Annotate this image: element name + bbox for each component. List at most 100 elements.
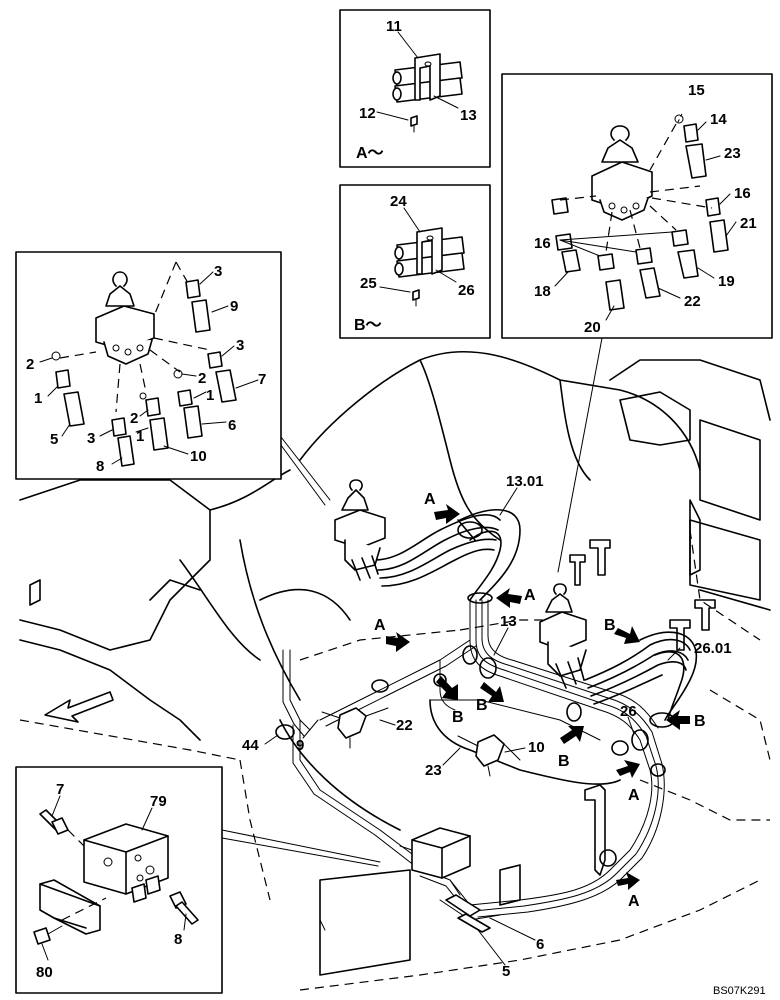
callout-2-center: 2 bbox=[130, 410, 138, 427]
clamp-26-b bbox=[631, 729, 649, 751]
callout-24: 24 bbox=[390, 193, 407, 210]
drawing-code: BS07K291 bbox=[713, 985, 766, 997]
hose-bundle-right bbox=[584, 631, 698, 728]
callout-44: 44 bbox=[242, 737, 259, 754]
view-letter-a-4: A bbox=[628, 787, 640, 804]
callout-16-right: 16 bbox=[734, 185, 751, 202]
right-inset-fittings bbox=[551, 123, 729, 311]
callout-1-center: 1 bbox=[136, 428, 144, 445]
clamp-11-assembly bbox=[392, 53, 463, 133]
callout-3-top: 3 bbox=[214, 263, 222, 280]
clamp-24-assembly bbox=[394, 227, 465, 307]
callout-14: 14 bbox=[710, 111, 727, 128]
left-inset-fittings bbox=[55, 279, 237, 467]
view-letters: A A A B B B B B A A bbox=[374, 491, 706, 910]
bolt-80 bbox=[33, 925, 63, 945]
machine-frame-background bbox=[19, 350, 771, 991]
view-letter-b-3: B bbox=[452, 709, 464, 726]
view-letter-b-2: B bbox=[694, 713, 706, 730]
view-letter-b-4: B bbox=[476, 697, 488, 714]
callout-23-inset: 23 bbox=[724, 145, 741, 162]
shuttle-valve-10 bbox=[457, 734, 521, 777]
callout-15: 15 bbox=[688, 82, 705, 99]
block-valve-on-machine bbox=[399, 827, 501, 933]
callout-5: 5 bbox=[502, 963, 510, 980]
hose-clamps bbox=[275, 592, 666, 867]
left-valve-body bbox=[95, 271, 155, 365]
hose-bundle-left bbox=[374, 509, 521, 601]
view-letter-a-2: A bbox=[524, 587, 536, 604]
callout-11: 11 bbox=[386, 18, 402, 35]
callout-80: 80 bbox=[36, 964, 53, 981]
block-valve-79 bbox=[83, 823, 169, 903]
inset-b-label: B～ bbox=[354, 317, 382, 334]
callout-19: 19 bbox=[718, 273, 735, 290]
callout-13: 13 bbox=[500, 613, 517, 630]
oring-left-2c bbox=[139, 392, 147, 400]
clamp-26 bbox=[611, 740, 629, 756]
right-pilot-valve bbox=[539, 583, 587, 689]
callout-23: 23 bbox=[425, 762, 442, 779]
callout-26: 26 bbox=[620, 703, 637, 720]
main-view-callouts: 13.01 13 26.01 26 22 44 9 10 23 6 5 BS07… bbox=[242, 473, 766, 997]
clamp-right-b bbox=[566, 702, 582, 722]
callout-7-inset: 7 bbox=[258, 371, 266, 388]
view-letter-a-1: A bbox=[424, 491, 436, 508]
callout-1-right: 1 bbox=[206, 387, 214, 404]
view-letter-a-3: A bbox=[374, 617, 386, 634]
callout-6-inset: 6 bbox=[228, 417, 236, 434]
callout-18: 18 bbox=[534, 283, 551, 300]
clamp-13-b bbox=[479, 657, 497, 679]
callout-3-mid: 3 bbox=[236, 337, 244, 354]
clamp-13 bbox=[462, 645, 478, 665]
inset-left-valve: 3 9 3 2 2 7 1 1 2 6 5 3 1 8 10 bbox=[15, 251, 282, 480]
main-leader-lines bbox=[221, 337, 681, 966]
front-direction-arrow bbox=[44, 691, 114, 723]
callout-13-inset: 13 bbox=[460, 107, 477, 124]
inset-right-valve: 15 14 23 16 21 16 19 18 22 20 bbox=[501, 73, 773, 339]
mounting-bracket bbox=[39, 879, 101, 935]
callout-3-bottom: 3 bbox=[87, 430, 95, 447]
clamp-bottom bbox=[599, 849, 617, 867]
left-pilot-valve bbox=[334, 479, 386, 581]
callout-79: 79 bbox=[150, 793, 167, 810]
callout-2-left: 2 bbox=[26, 356, 34, 373]
callout-16-left: 16 bbox=[534, 235, 551, 252]
inset-bottom-block: 7 79 8 80 bbox=[15, 766, 223, 994]
inset-a-label: A～ bbox=[356, 145, 384, 162]
inset-a: 11 12 13 A～ bbox=[339, 9, 491, 168]
callout-9-inset: 9 bbox=[230, 298, 238, 315]
callout-21: 21 bbox=[740, 215, 757, 232]
callout-26-01: 26.01 bbox=[694, 640, 732, 657]
callout-9: 9 bbox=[296, 737, 304, 754]
callout-8: 8 bbox=[174, 931, 182, 948]
callout-10: 10 bbox=[528, 739, 545, 756]
callout-2-right: 2 bbox=[198, 370, 206, 387]
inset-left-frame bbox=[15, 251, 282, 480]
view-letter-b-1: B bbox=[604, 617, 616, 634]
callout-20: 20 bbox=[584, 319, 601, 336]
callout-12: 12 bbox=[359, 105, 376, 122]
view-letter-a-5: A bbox=[628, 893, 640, 910]
callout-5-inset: 5 bbox=[50, 431, 58, 448]
clamp-right-c bbox=[650, 763, 666, 777]
fitting-8 bbox=[169, 891, 199, 925]
oring-left-2a bbox=[51, 351, 61, 361]
callout-22-inset: 22 bbox=[684, 293, 701, 310]
shuttle-valve-22 bbox=[321, 707, 389, 749]
callout-22: 22 bbox=[396, 717, 413, 734]
callout-13-01: 13.01 bbox=[506, 473, 544, 490]
inset-b: 24 25 26 B～ bbox=[339, 184, 491, 339]
callout-26-inset: 26 bbox=[458, 282, 475, 299]
clamp-13-01 bbox=[467, 592, 493, 604]
callout-1-left: 1 bbox=[34, 390, 42, 407]
clamp-44 bbox=[275, 724, 295, 740]
callout-7: 7 bbox=[56, 781, 64, 798]
callout-8-inset: 8 bbox=[96, 458, 104, 475]
oring-15 bbox=[674, 114, 684, 124]
callout-10-inset: 10 bbox=[190, 448, 207, 465]
view-letter-b-5: B bbox=[558, 753, 570, 770]
clamp-left-a bbox=[371, 679, 389, 693]
